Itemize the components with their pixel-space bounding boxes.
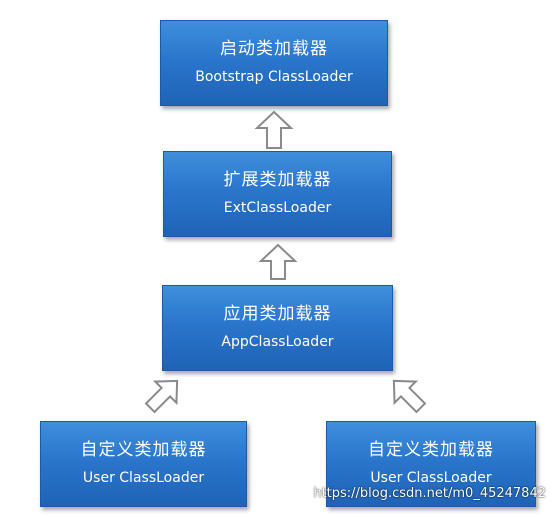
node-title: 自定义类加载器	[368, 440, 494, 460]
node-title: 扩展类加载器	[223, 170, 332, 190]
watermark: https://blog.csdn.net/m0_45247842	[313, 486, 546, 501]
arrow-diagonal-up-left-icon	[392, 379, 427, 414]
node-user-classloader-left: 自定义类加载器 User ClassLoader	[40, 421, 247, 507]
node-subtitle: User ClassLoader	[82, 470, 205, 486]
node-subtitle: User ClassLoader	[370, 470, 492, 486]
node-ext-classloader: 扩展类加载器 ExtClassLoader	[163, 151, 392, 237]
node-title: 自定义类加载器	[80, 440, 207, 460]
arrow-up-icon	[258, 243, 298, 280]
node-title: 应用类加载器	[223, 304, 332, 324]
node-bootstrap-classloader: 启动类加载器 Bootstrap ClassLoader	[160, 20, 388, 106]
arrow-up-icon	[254, 110, 294, 149]
node-app-classloader: 应用类加载器 AppClassLoader	[162, 285, 393, 371]
node-subtitle: AppClassLoader	[221, 334, 334, 350]
node-user-classloader-right: 自定义类加载器 User ClassLoader	[326, 421, 536, 507]
node-subtitle: Bootstrap ClassLoader	[195, 69, 353, 85]
node-title: 启动类加载器	[220, 39, 328, 59]
node-subtitle: ExtClassLoader	[223, 200, 332, 216]
arrow-diagonal-up-right-icon	[144, 379, 179, 414]
